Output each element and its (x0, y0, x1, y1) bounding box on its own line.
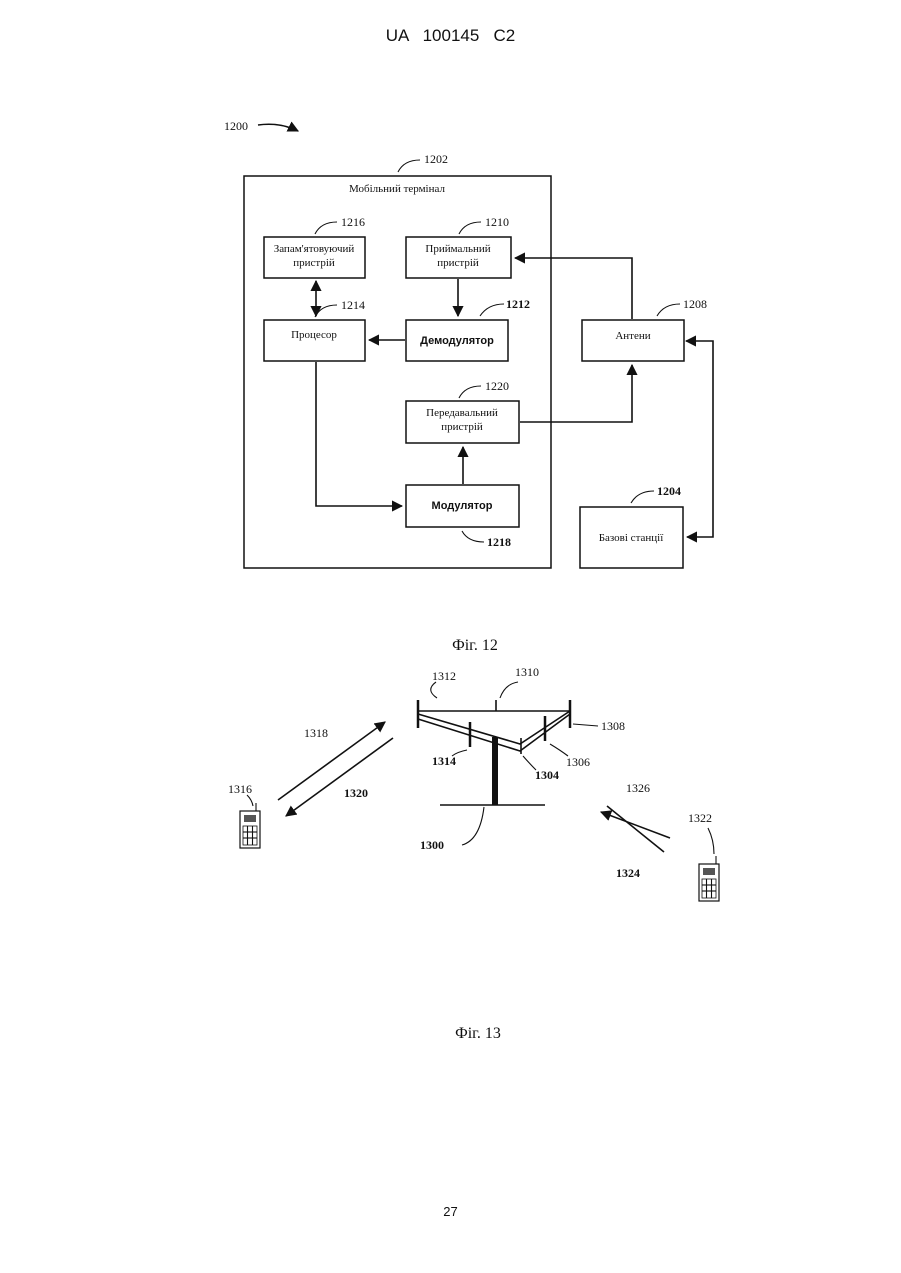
ref-1306: 1306 (566, 755, 590, 769)
ref-1308: 1308 (601, 719, 625, 733)
antennas-label: Антени (615, 330, 650, 342)
ref-1300: 1300 (420, 838, 444, 852)
ref-1202: 1202 (424, 152, 448, 166)
transmitter-label-1: Передавальний (426, 407, 498, 419)
receiver-label-1: Приймальний (425, 243, 490, 255)
ref-1310: 1310 (515, 665, 539, 679)
receiver-label-2: пристрій (437, 257, 479, 269)
ref-1314: 1314 (432, 754, 456, 768)
memory-label-1: Запам'ятовуючий (274, 243, 355, 255)
ref-1214: 1214 (341, 298, 365, 312)
ref-1322: 1322 (688, 811, 712, 825)
ref-1312-leader (431, 682, 437, 698)
figure-13-drawing: 1300 1312 1310 1308 1306 1304 1314 1318 … (228, 665, 719, 1042)
ref-1202-leader (398, 160, 420, 172)
mobile-device-left (240, 803, 260, 848)
mobile-terminal-label: Мобільний термінал (349, 183, 445, 195)
ref-1312: 1312 (432, 669, 456, 683)
ref-1308-leader (573, 724, 598, 726)
modulator-label: Модулятор (432, 500, 493, 512)
ref-1212: 1212 (506, 297, 530, 311)
forward-link-1326 (601, 812, 670, 838)
ref-1200: 1200 (224, 119, 248, 133)
ref-1318: 1318 (304, 726, 328, 740)
mobile-device-right (699, 856, 719, 901)
reverse-link-1324 (607, 806, 664, 852)
ref-1326: 1326 (626, 781, 650, 795)
ref-1300-leader (462, 807, 484, 845)
ref-1210: 1210 (485, 215, 509, 229)
processor-label: Процесор (291, 329, 337, 341)
ref-1316: 1316 (228, 782, 252, 796)
memory-label-2: пристрій (293, 257, 335, 269)
ref-1310-leader (500, 682, 518, 698)
transmitter-label-2: пристрій (441, 421, 483, 433)
ref-1324: 1324 (616, 866, 640, 880)
ref-1220: 1220 (485, 379, 509, 393)
ref-1208-leader (657, 304, 680, 316)
ref-1316-leader (247, 795, 253, 806)
ref-1216: 1216 (341, 215, 365, 229)
figure-13-caption: Фіг. 13 (455, 1025, 501, 1042)
figure-12-block-diagram: 1200 Мобільний термінал 1202 Запам'ятову… (224, 119, 713, 654)
base-stations-label: Базові станції (599, 532, 665, 544)
reverse-link-1320 (286, 738, 393, 816)
ref-1304: 1304 (535, 768, 559, 782)
figure-12-caption: Фіг. 12 (452, 637, 498, 654)
ref-1204-leader (631, 491, 654, 503)
ref-1200-arrow (258, 124, 298, 131)
ref-1204: 1204 (657, 484, 681, 498)
ref-1218: 1218 (487, 535, 511, 549)
ref-1320: 1320 (344, 786, 368, 800)
forward-link-1318 (278, 722, 385, 800)
page-number: 27 (0, 1204, 901, 1219)
ref-1208: 1208 (683, 297, 707, 311)
demodulator-label: Демодулятор (420, 335, 494, 347)
ref-1322-leader (708, 828, 714, 854)
antennas-base-stations-link (686, 341, 713, 537)
